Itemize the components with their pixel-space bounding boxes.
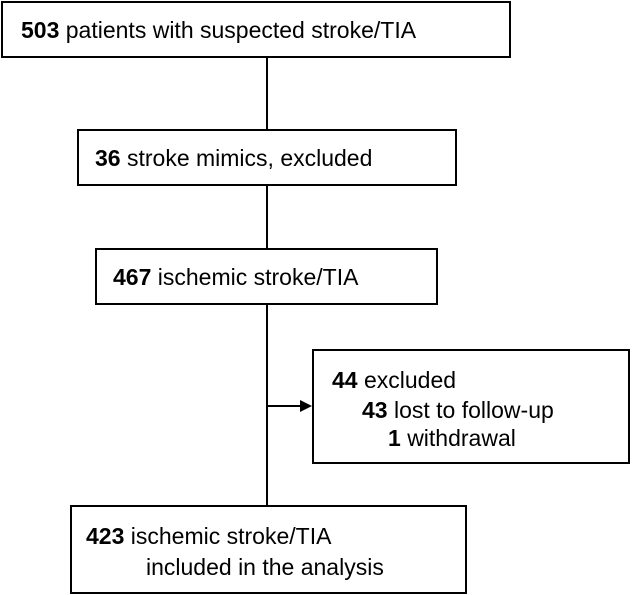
suspected-patients-label: patients with suspected stroke/TIA (65, 17, 417, 43)
ischemic-stroke-label: ischemic stroke/TIA (157, 264, 359, 290)
box-excluded: 44 excluded 43 lost to follow-up 1 withd… (312, 349, 630, 464)
excluded-total-count: 44 (332, 367, 358, 393)
excluded-lost-label: lost to follow-up (393, 397, 554, 423)
excluded-withdrawal-row: 1 withdrawal (388, 424, 516, 452)
excluded-lost-row: 43 lost to follow-up (362, 396, 554, 424)
arrowhead-icon (300, 400, 312, 412)
included-analysis-row2: included in the analysis (146, 554, 384, 580)
suspected-patients-count: 503 (21, 17, 60, 43)
box-suspected-patients-text: 503 patients with suspected stroke/TIA (21, 16, 416, 44)
box-stroke-mimics-text: 36 stroke mimics, excluded (95, 144, 372, 172)
connector-mimics-to-ischemic (266, 186, 268, 248)
stroke-mimics-label: stroke mimics, excluded (126, 145, 373, 171)
box-ischemic-stroke: 467 ischemic stroke/TIA (95, 248, 438, 305)
excluded-withdrawal-label: withdrawal (407, 425, 516, 451)
ischemic-stroke-count: 467 (113, 264, 152, 290)
excluded-total-label: excluded (363, 367, 457, 393)
excluded-total-row: 44 excluded (332, 366, 456, 394)
box-suspected-patients: 503 patients with suspected stroke/TIA (1, 1, 511, 58)
connector-start-to-mimics (266, 58, 268, 129)
connector-branch-to-excluded (267, 405, 301, 407)
box-included-analysis: 423 ischemic stroke/TIA included in the … (70, 505, 467, 594)
excluded-lost-count: 43 (362, 397, 388, 423)
box-ischemic-stroke-text: 467 ischemic stroke/TIA (113, 263, 358, 291)
box-stroke-mimics: 36 stroke mimics, excluded (77, 129, 457, 186)
included-analysis-count: 423 (86, 523, 125, 549)
stroke-mimics-count: 36 (95, 145, 121, 171)
included-analysis-row1: 423 ischemic stroke/TIA (86, 522, 331, 550)
excluded-withdrawal-count: 1 (388, 425, 401, 451)
included-analysis-label: ischemic stroke/TIA (130, 523, 332, 549)
